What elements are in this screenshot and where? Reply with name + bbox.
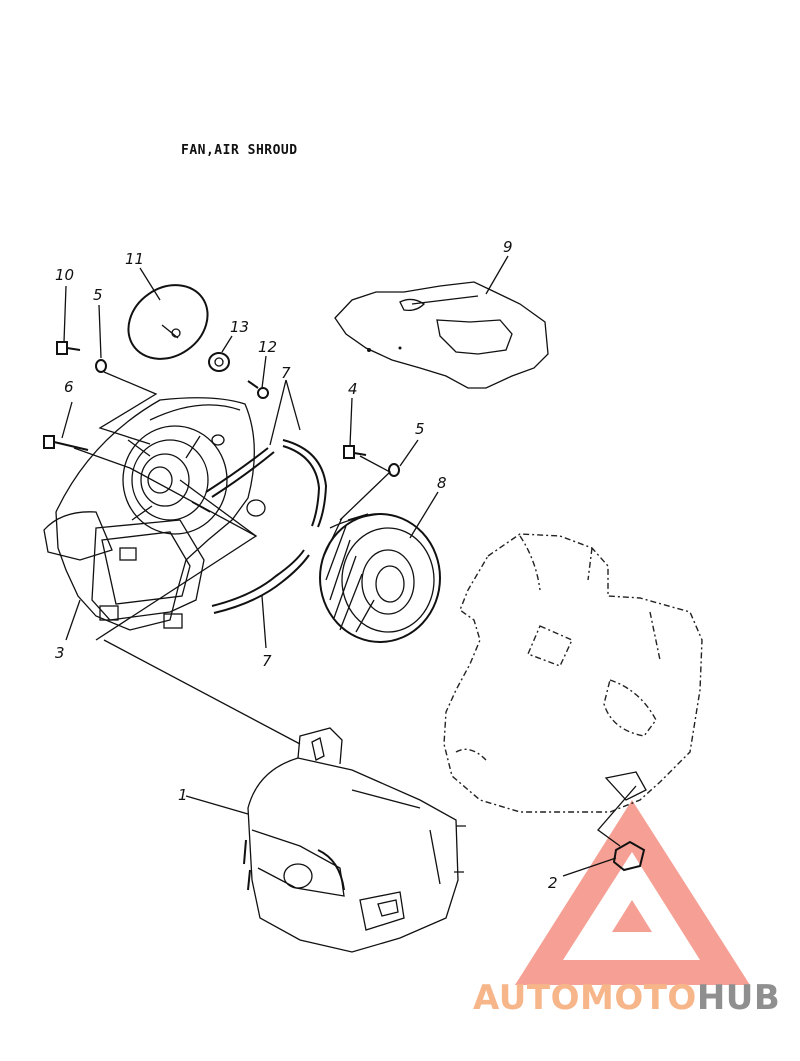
callout-labels: 10 11 5 13 12 7 9 6 4 5 8 3 7 1 2: [55, 238, 558, 892]
watermark-moto: MOTO: [579, 978, 697, 1018]
callout-11: 11: [125, 250, 144, 268]
callout-9: 9: [503, 238, 513, 256]
callout-8: 8: [437, 474, 447, 492]
callout-12: 12: [258, 338, 277, 356]
bolt-part-10: [56, 341, 81, 355]
callout-6: 6: [64, 378, 74, 396]
washer-part-5-upper: [95, 359, 107, 373]
heat-shield-plate: [334, 281, 549, 389]
callout-5-upper: 5: [93, 286, 103, 304]
washer-part-13: [208, 352, 230, 372]
diagram-title: FAN,AIR SHROUD: [181, 143, 298, 158]
air-shroud-part-1: [243, 727, 466, 953]
callout-7-upper: 7: [281, 364, 291, 382]
callout-13: 13: [230, 318, 249, 336]
callout-1: 1: [178, 786, 188, 804]
watermark-hub: HUB: [696, 978, 781, 1018]
hose-part-7-upper: [205, 439, 328, 528]
gasket-ring-part: [127, 284, 209, 360]
cooling-fan-part-8: [319, 513, 441, 643]
watermark-auto: AUTO: [473, 978, 580, 1018]
callout-2: 2: [548, 874, 558, 892]
fan-housing-part-3: [43, 397, 266, 631]
watermark-text: AUTOMOTOHUB: [473, 978, 780, 1018]
screw-part-12: [247, 380, 269, 399]
leader-lines: [61, 255, 637, 877]
callout-3: 3: [55, 644, 65, 662]
callout-4: 4: [348, 380, 358, 398]
watermark-logo: [515, 800, 750, 985]
callout-5-lower: 5: [415, 420, 425, 438]
bolt-part-6: [43, 435, 89, 451]
engine-block-phantom: [443, 533, 703, 813]
hose-part-7-lower: [211, 549, 310, 614]
bolt-part-4: [343, 445, 367, 459]
mount-part-2: [604, 771, 647, 872]
callout-10: 10: [55, 266, 74, 284]
callout-7-lower: 7: [262, 652, 272, 670]
washer-part-5-lower: [388, 463, 400, 477]
